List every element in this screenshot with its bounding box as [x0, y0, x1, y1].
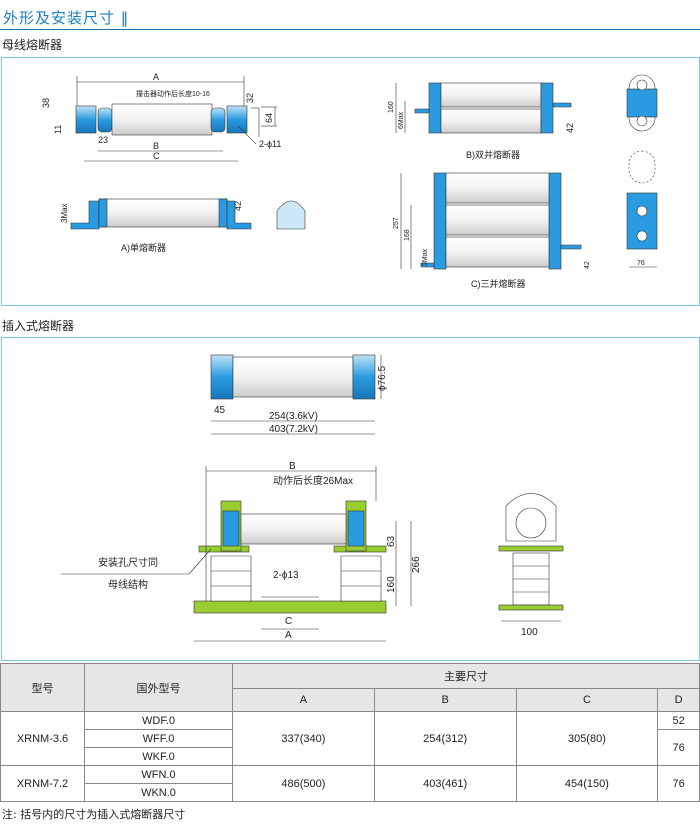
page-title: 外形及安装尺寸 ‖ — [3, 9, 130, 27]
section1-triple-d257-label: 257 — [393, 217, 400, 229]
section2-fuse-len72-label: 403(7.2kV) — [269, 424, 318, 435]
caption-triple: C)三并熔断器 — [471, 278, 526, 289]
section2-base-B-label: B — [289, 461, 296, 472]
section1-single-C-label: C — [153, 151, 160, 161]
end-view-dome — [276, 200, 306, 230]
section1-triple-d42-label: 42 — [584, 261, 591, 269]
section2-base-d100-label: 100 — [521, 627, 538, 638]
caption-single: A)单熔断器 — [121, 242, 166, 253]
table-cols-3-label: D — [657, 688, 700, 712]
section1-single-holes-label: 2-ϕ11 — [259, 139, 281, 149]
table-r1-foreign-0-label: WDF.0 — [84, 711, 233, 730]
plugin-fuse-panel: ϕ76.5 45 254(3.6kV) 403(7.2kV) B 动作后长度26… — [1, 337, 700, 661]
table-r2-D-label: 76 — [657, 765, 700, 802]
striker-label: 撞击器动作后长度10-16 — [136, 89, 210, 98]
base-plate — [193, 600, 387, 614]
section1-single-B-label: B — [153, 141, 159, 151]
section2-base-d266-label: 266 — [411, 556, 422, 573]
section1-double-max6-label: 6Max — [398, 111, 405, 129]
section1-triple-d76-label: 76 — [637, 260, 645, 267]
table-cols-2-label: C — [515, 688, 659, 712]
section1-single-d11-label: 11 — [53, 125, 63, 134]
table-r2-model-label: XRNM-7.2 — [0, 765, 85, 802]
section2-base-C-label: C — [285, 616, 292, 627]
triple-fuse — [420, 172, 582, 270]
section2-base-action-label: 动作后长度26Max — [273, 474, 353, 487]
table-r2-foreign-1-label: WKN.0 — [84, 783, 233, 802]
section1-single-d42-label: 42 — [233, 201, 243, 211]
section-title-busbar: 母线熔断器 — [2, 38, 63, 52]
plugin-fuse-drawing: ϕ76.5 45 254(3.6kV) 403(7.2kV) B 动作后长度26… — [61, 354, 564, 642]
section1-double-d160-label: 160 — [388, 101, 395, 113]
section2-base-A-label: A — [285, 630, 292, 641]
section1-single-d23-label: 23 — [98, 135, 108, 145]
table-r1-C-label: 305(80) — [515, 711, 659, 766]
section2-base-mount1-label: 安装孔尺寸同 — [98, 556, 158, 569]
table-r1-A-label: 337(340) — [232, 711, 375, 766]
section-title-plugin: 插入式熔断器 — [2, 319, 75, 333]
section2-fuse-d45-label: 45 — [214, 405, 226, 416]
table-r2-foreign-0-label: WFN.0 — [84, 765, 233, 784]
table-r1-model-label: XRNM-3.6 — [0, 711, 85, 766]
table-r2-A-label: 486(500) — [232, 765, 375, 802]
caption-double: B)双并熔断器 — [466, 149, 520, 160]
section1-triple-d168-label: 168 — [404, 229, 411, 241]
table-h_foreign-label: 国外型号 — [84, 663, 233, 712]
table-r2-B-label: 403(461) — [373, 765, 517, 802]
section2-base-d63-label: 63 — [386, 535, 397, 547]
table-cols-0-label: A — [232, 688, 375, 712]
table-r1-D-0-label: 52 — [657, 711, 700, 730]
table-h_main-label: 主要尺寸 — [232, 663, 700, 689]
section2-base-d160-label: 160 — [386, 576, 397, 593]
section1-single-d64-label: 64 — [264, 113, 274, 123]
busbar-fuse-panel: A 撞击器动作后长度10-16 38 11 23 B C 32 64 2-ϕ11… — [1, 57, 700, 306]
section2-base-holes-label: 2-ϕ13 — [273, 570, 299, 581]
section1-triple-max3-label: 3Max — [422, 248, 429, 266]
table-r1-B-label: 254(312) — [373, 711, 517, 766]
section2-fuse-dia-label: ϕ76.5 — [377, 365, 388, 391]
section2-base-mount2-label: 母线结构 — [108, 578, 148, 591]
section1-single-max3-label: 3Max — [60, 203, 69, 223]
section2-fuse-len36-label: 254(3.6kV) — [269, 411, 318, 422]
section1-single-d38-label: 38 — [41, 98, 51, 108]
dim-A: A — [153, 72, 159, 82]
table-r1-foreign-1-label: WFF.0 — [84, 729, 233, 748]
title-divider — [0, 29, 700, 30]
table-cols-1-label: B — [373, 688, 517, 712]
busbar-fuse-drawing: A 撞击器动作后长度10-16 38 11 23 B C 32 64 2-ϕ11… — [41, 72, 658, 289]
footnote: 注: 括号内的尺寸为插入式熔断器尺寸 — [2, 808, 186, 821]
table-r1-foreign-2-label: WKF.0 — [84, 747, 233, 766]
fuse-body — [111, 103, 213, 136]
section1-double-d42-label: 42 — [565, 123, 575, 133]
table-h_model-label: 型号 — [0, 663, 85, 712]
table-r1-D-1-label: 76 — [657, 729, 700, 766]
fuse-cap — [75, 105, 97, 134]
table-r2-C-label: 454(150) — [515, 765, 659, 802]
section1-single-d32-label: 32 — [245, 93, 255, 103]
